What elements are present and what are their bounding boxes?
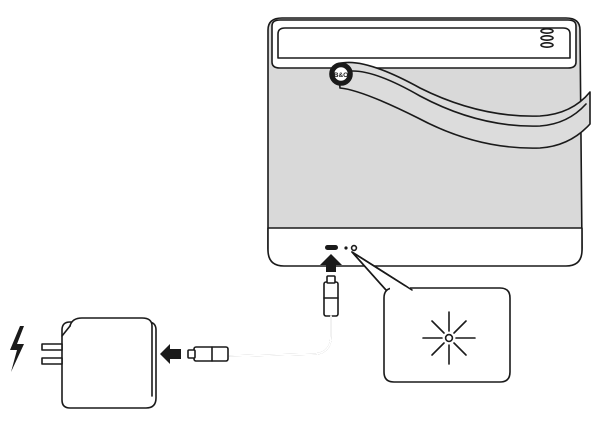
brand-logo: B&O: [334, 72, 348, 79]
power-bolt-icon: [10, 326, 24, 372]
usb-c-cable: [187, 275, 339, 362]
speaker-button: [350, 244, 358, 252]
arrow-right-icon: [160, 344, 181, 364]
arrow-up-icon: [320, 254, 342, 272]
speaker-base: [267, 227, 583, 267]
led-light-icon: [422, 311, 476, 365]
handle-mount: B&O: [329, 62, 353, 86]
wall-charger: [41, 317, 157, 409]
led-callout: [351, 251, 511, 383]
top-buttons: [540, 27, 554, 48]
charger-prongs: [41, 343, 63, 365]
speaker-handle: B&O: [329, 61, 591, 149]
usb-c-port: [325, 245, 338, 250]
status-led: [344, 246, 348, 250]
